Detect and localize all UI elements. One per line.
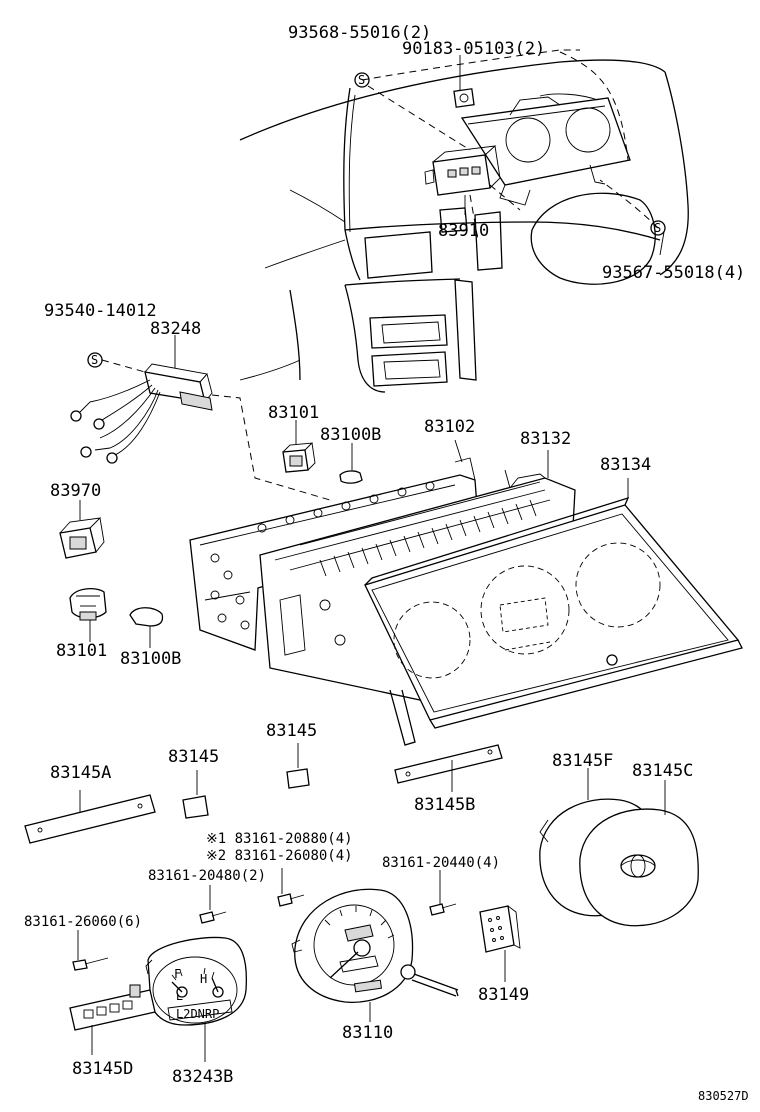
- part-83100B-bulb-upper: [339, 470, 363, 484]
- svg-text:S: S: [358, 73, 365, 87]
- svg-text:L2DNRP: L2DNRP: [176, 1007, 219, 1021]
- screw-83161-20880: [277, 893, 305, 907]
- label-83145-center: 83145: [266, 721, 317, 741]
- label-93567-55018: 93567-55018(4): [602, 263, 745, 283]
- part-83243B-combination-gauge: F H E L2DNRP: [145, 936, 248, 1026]
- label-83100B-upper: 83100B: [320, 425, 381, 445]
- diagram-code: 830527D: [698, 1089, 749, 1103]
- screw-83161-26060: [72, 957, 109, 971]
- part-83145-pad-center: [286, 768, 310, 789]
- part-83149-ic-module: [479, 905, 521, 953]
- screw-83161-20440: [429, 903, 457, 916]
- dashboard-outline: [239, 59, 689, 393]
- label-83145D: 83145D: [72, 1059, 133, 1079]
- part-83970-socket: [59, 517, 105, 559]
- label-83910: 83910: [438, 221, 489, 241]
- dash-mounted-cluster: [460, 93, 631, 206]
- svg-text:S: S: [91, 353, 98, 367]
- part-83248-harness: [70, 363, 213, 464]
- svg-text:H: H: [200, 972, 207, 986]
- label-83101-upper: 83101: [268, 403, 319, 423]
- label-83145C: 83145C: [632, 761, 693, 781]
- label-93540-14012: 93540-14012: [44, 301, 157, 321]
- label-83132: 83132: [520, 429, 571, 449]
- label-83161-20480: 83161-20480(2): [148, 868, 266, 884]
- label-83161-20880: ※1 83161-20880(4): [206, 831, 353, 847]
- label-83161-26080: ※2 83161-26080(4): [206, 848, 353, 864]
- part-83145A-strip: [24, 794, 156, 844]
- part-83110-speedometer: [291, 888, 459, 1004]
- label-83161-26060: 83161-26060(6): [24, 914, 142, 930]
- label-83145F: 83145F: [552, 751, 613, 771]
- housing-vent-slots: [319, 499, 537, 577]
- label-93568-55016: 93568-55016(2): [288, 23, 431, 43]
- label-83145A: 83145A: [50, 763, 111, 783]
- label-83145B: 83145B: [414, 795, 475, 815]
- label-83100B-lower: 83100B: [120, 649, 181, 669]
- part-83145-pad-left: [182, 795, 209, 819]
- part-83145D-indicator-strip: [69, 984, 156, 1031]
- screw-90183: [453, 88, 475, 108]
- label-83970: 83970: [50, 481, 101, 501]
- label-83145-left: 83145: [168, 747, 219, 767]
- part-83101-socket-lower: [69, 587, 107, 621]
- part-83910-switch: [424, 145, 501, 196]
- label-90183-05103: 90183-05103(2): [402, 39, 545, 59]
- label-83110: 83110: [342, 1023, 393, 1043]
- part-83145C-dial-face: [579, 808, 699, 927]
- part-83101-socket-upper: [282, 442, 316, 473]
- svg-text:F: F: [174, 967, 181, 981]
- part-83100B-bulb-lower: [129, 607, 164, 627]
- symbol-s-93568: S: [354, 72, 370, 88]
- label-83243B: 83243B: [172, 1067, 233, 1087]
- symbol-s-93540: S: [87, 352, 103, 368]
- label-83248: 83248: [150, 319, 201, 339]
- screw-83161-20480: [199, 911, 227, 924]
- label-83149: 83149: [478, 985, 529, 1005]
- part-83145B-strip: [394, 744, 503, 784]
- label-83102: 83102: [424, 417, 475, 437]
- part-83134-lens-cover: [364, 496, 743, 729]
- label-83161-20440: 83161-20440(4): [382, 855, 500, 871]
- label-83101-lower: 83101: [56, 641, 107, 661]
- label-83134: 83134: [600, 455, 651, 475]
